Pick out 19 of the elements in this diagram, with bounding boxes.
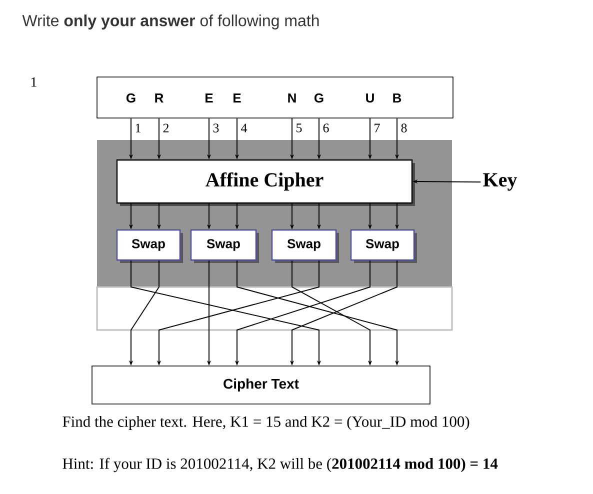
- input-box: G R E E N G U B: [96, 76, 454, 118]
- key-label: Key: [483, 173, 518, 191]
- edge-label: 1: [134, 122, 142, 134]
- edge-label: 2: [162, 122, 170, 134]
- swap-box: Swap: [271, 229, 339, 263]
- output-box: Cipher Text: [92, 366, 430, 404]
- edge-label: 8: [400, 122, 408, 134]
- edge-label: 6: [322, 122, 330, 134]
- edge-label: 7: [372, 122, 382, 134]
- hint-text: Hint: If your ID is 201002114, K2 will be (201002114 mod 100) = 14: [62, 458, 498, 472]
- edge-label: 4: [240, 122, 248, 134]
- edge-label: 3: [212, 122, 220, 134]
- swap-box: Swap: [350, 229, 417, 263]
- swap-box: Swap: [116, 229, 183, 263]
- cipher-box: Affine Cipher: [116, 159, 415, 206]
- question-number: 1: [31, 77, 36, 87]
- title: Write only your answer of following math: [22, 14, 319, 30]
- swap-box: Swap: [190, 229, 259, 263]
- edge-label: 5: [294, 122, 304, 134]
